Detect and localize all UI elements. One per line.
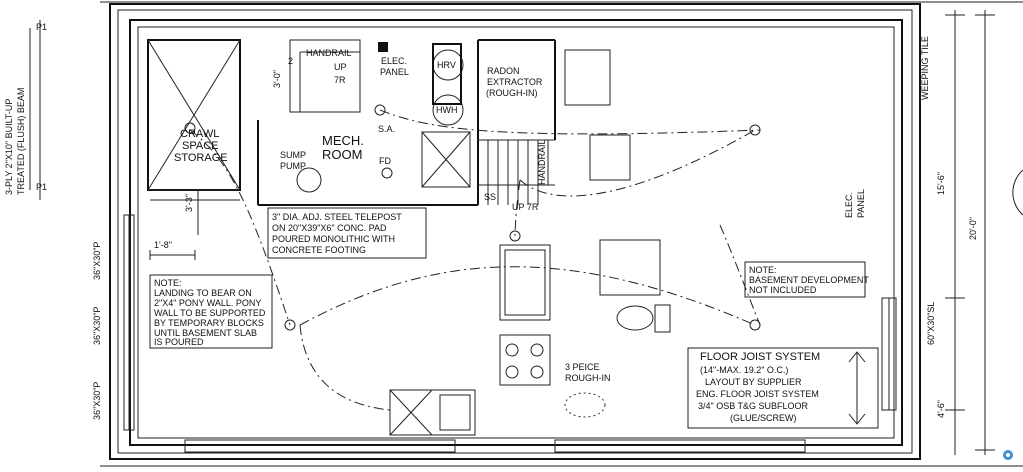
joist-note-line-2: (14"-MAX. 19.2" O.C.)	[700, 365, 788, 375]
dim-3-3-label: 3'-3"	[184, 194, 194, 212]
telepost-note: 3" DIA. ADJ. STEEL TELEPOST ON 20"X39"X6…	[267, 207, 427, 259]
crawl-space-hatch	[147, 39, 241, 191]
radon-label-3: (ROUGH-IN)	[486, 88, 538, 98]
crawl-label-2: SPACE	[182, 140, 218, 152]
elec-right-label-1: ELEC.	[844, 192, 854, 218]
basement-note-line-3: NOT INCLUDED	[749, 285, 817, 295]
elec-right-label-2: PANEL	[856, 189, 866, 218]
sa-label: S.A.	[378, 124, 395, 134]
handrail-top-label: HANDRAIL	[306, 48, 352, 58]
mechanical-equipment	[296, 42, 471, 193]
beam-label-2: TREATED (FLUSH) BEAM	[16, 88, 26, 195]
telepost-note-line-2: ON 20"X39"X6" CONC. PAD	[272, 223, 387, 233]
landing-note-line-2: LANDING TO BEAR ON	[154, 288, 252, 298]
up-7r-lower-label: UP 7R	[512, 202, 539, 212]
dim-1-8-label: 1'-8"	[154, 240, 172, 250]
dim-2-label: 2	[288, 56, 293, 66]
landing-note-line-5: BY TEMPORARY BLOCKS	[154, 318, 264, 328]
joist-note-line-5: 3/4" OSB T&G SUBFLOOR	[698, 401, 809, 411]
dim-20-0-label: 20'-0"	[968, 217, 978, 240]
elec-panel-label-1: ELEC.	[381, 56, 407, 66]
three-piece-label-2: ROUGH-IN	[565, 373, 611, 383]
location-pin-icon	[1003, 450, 1013, 460]
three-piece-label-1: 3 PEICE	[565, 362, 600, 372]
mech-room-label-1: MECH.	[322, 133, 364, 148]
right-dimension-lines	[945, 10, 1023, 455]
crawl-label-1: CRAWL	[180, 128, 219, 140]
crawl-label-3: STORAGE	[174, 152, 228, 164]
dim-3-0-label: 3'-0"	[272, 70, 282, 88]
dim-15-6-label: 15'-6"	[936, 172, 946, 195]
window-60-label: 60"X30"SL	[926, 302, 936, 345]
landing-note-line-7: IS POURED	[154, 337, 204, 347]
hwh-label: HWH	[436, 105, 458, 115]
landing-note-line-1: NOTE:	[154, 278, 182, 288]
interior-walls	[147, 39, 556, 206]
basement-note-line-2: BASEMENT DEVELOPMENT	[749, 275, 869, 285]
floor-joist-note: FLOOR JOIST SYSTEM (14"-MAX. 19.2" O.C.)…	[687, 347, 879, 429]
p1-bottom-label: P1	[36, 182, 47, 192]
p1-top-label: P1	[36, 22, 47, 32]
elec-panel-label-2: PANEL	[380, 67, 409, 77]
sump-pump-label-1: SUMP	[280, 150, 306, 160]
weeping-tile-label: WEEPING TILE	[920, 36, 930, 100]
handrail-side-label: HANDRAIL	[537, 139, 547, 185]
dim-4-6-label: 4'-6"	[936, 400, 946, 418]
telepost-note-line-3: POURED MONOLITHIC WITH	[272, 234, 395, 244]
fd-label: FD	[379, 156, 391, 166]
window-36-label-3: 36"X30"P	[92, 382, 102, 420]
basement-note: NOTE: BASEMENT DEVELOPMENT NOT INCLUDED	[744, 261, 869, 298]
joist-note-line-4: ENG. FLOOR JOIST SYSTEM	[696, 389, 819, 399]
plumbing-fixtures	[389, 49, 671, 436]
hrv-label: HRV	[437, 60, 456, 70]
telepost-note-line-4: CONCRETE FOOTING	[272, 245, 366, 255]
radon-label-2: EXTRACTOR	[487, 77, 543, 87]
windows	[123, 214, 897, 453]
landing-note-line-6: UNTIL BASEMENT SLAB	[154, 328, 257, 338]
radon-label-1: RADON	[487, 66, 520, 76]
telepost-symbols	[184, 104, 761, 331]
left-dimension-lines	[29, 20, 240, 260]
ss-label: SS	[484, 192, 496, 202]
window-36-label-1: 36"X30"P	[92, 242, 102, 280]
window-36-label-2: 36"X30"P	[92, 307, 102, 345]
joist-note-line-3: LAYOUT BY SUPPLIER	[705, 377, 802, 387]
exterior-walls	[100, 1, 1023, 467]
landing-note-line-4: WALL TO BE SUPPORTED	[154, 308, 266, 318]
joist-note-line-6: (GLUE/SCREW)	[730, 413, 797, 423]
mech-room-label-2: ROOM	[322, 147, 362, 162]
joist-note-line-1: FLOOR JOIST SYSTEM	[700, 351, 820, 363]
beam-label-1: 3-PLY 2"X10" BUILT-UP	[4, 99, 14, 195]
sump-pump-label-2: PUMP	[280, 161, 306, 171]
up-top-label: UP	[334, 62, 347, 72]
telepost-lines	[189, 109, 761, 411]
landing-note: NOTE: LANDING TO BEAR ON 2"X4" PONY WALL…	[149, 274, 273, 349]
landing-note-line-3: 2"X4" PONY WALL. PONY	[154, 298, 261, 308]
telepost-note-line-1: 3" DIA. ADJ. STEEL TELEPOST	[272, 212, 402, 222]
sevenr-top-label: 7R	[334, 75, 346, 85]
basement-note-line-1: NOTE:	[749, 265, 777, 275]
